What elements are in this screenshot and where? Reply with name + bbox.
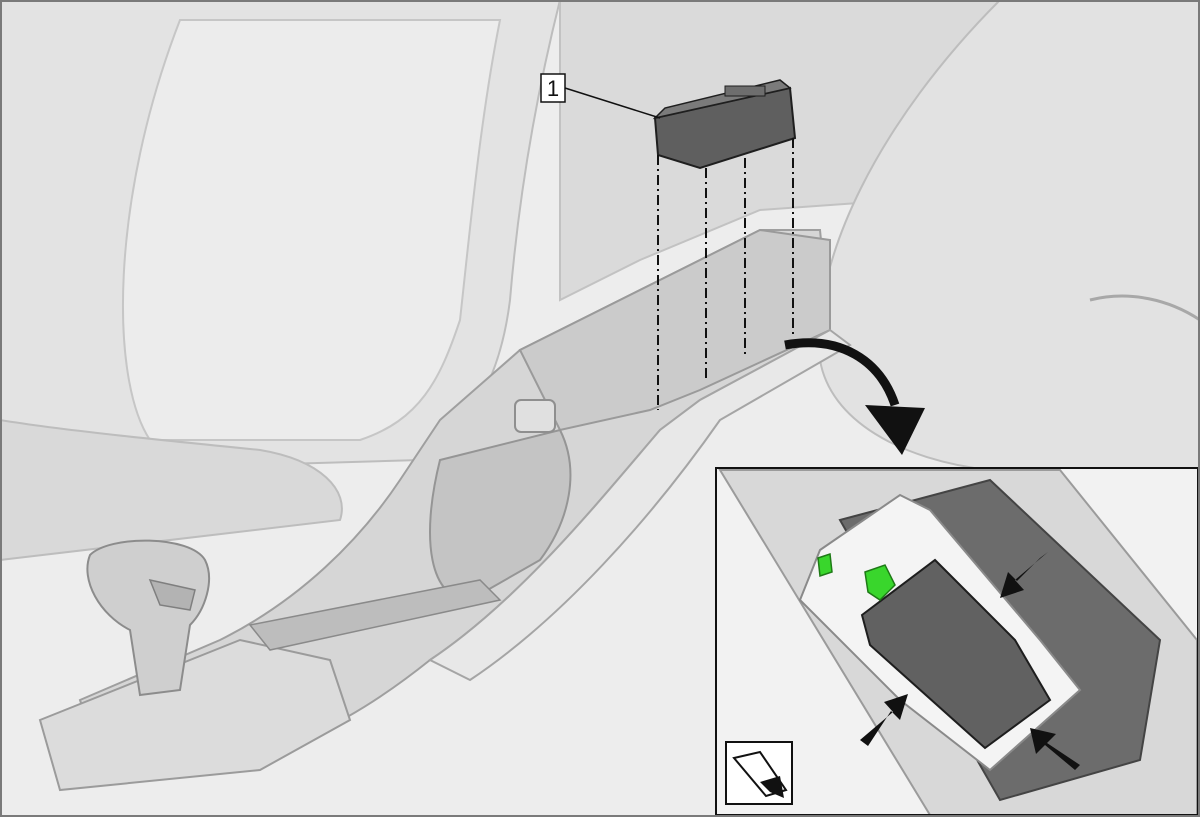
inset-connector-green-left [817,552,833,578]
inset-connector-green [864,564,896,601]
right-seat-seam [1089,294,1200,322]
shifter-bezel [38,638,352,792]
electronic-module [652,79,797,170]
console-top-rail [428,328,852,682]
console-cupholder-well [429,428,572,602]
callout-number: 1 [547,76,559,101]
console-storage-bin [518,228,831,432]
inset-module [860,558,1052,750]
callout-leader-line [564,87,661,119]
callout-box [540,73,566,103]
console-latch [514,399,556,433]
console-switch-panel [248,579,502,651]
callout-1: 1 [540,73,661,119]
view-direction-icon [725,741,793,805]
detail-inset [715,467,1199,816]
installation-guide-lines [657,138,794,410]
curved-arrow-icon [784,338,925,455]
black-arrow-icon [860,552,1080,770]
shifter-button [148,578,196,611]
left-seat-cushion-panel [122,19,502,441]
left-seat-bolster [0,418,343,562]
gear-shifter [86,539,210,697]
